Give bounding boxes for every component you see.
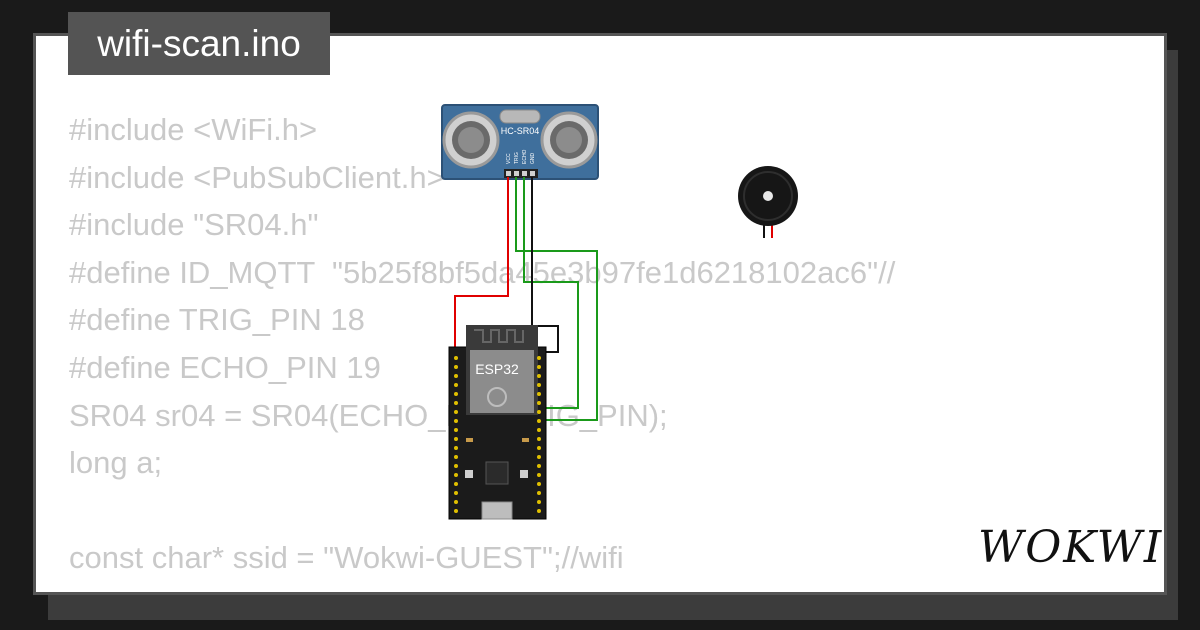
espressif-logo-icon [487, 387, 507, 407]
wire-trig[interactable] [515, 177, 598, 421]
code-line: long a; [69, 445, 163, 481]
sensor-pin-label: TRIG [514, 152, 520, 164]
piezo-buzzer-icon[interactable] [738, 166, 798, 238]
code-line: #define TRIG_PIN 18 [69, 302, 365, 338]
wire-vcc[interactable] [454, 177, 509, 352]
esp32-board[interactable]: ESP32 [448, 325, 547, 520]
wire-gnd[interactable] [531, 177, 559, 353]
board-label: ESP32 [475, 361, 519, 377]
usb-port[interactable] [481, 501, 513, 520]
code-line: #include <WiFi.h> [69, 112, 318, 147]
code-line: #include <PubSubClient.h> [69, 159, 445, 195]
sensor-pin-label: VCC [506, 153, 512, 164]
code-line: #include "SR04.h" [69, 207, 319, 243]
sensor-pin-label: ECHO [522, 149, 528, 164]
project-preview-card: #include <WiFi.h> #include <PubSubClient… [33, 33, 1167, 595]
code-line: const char* ssid = "Wokwi-GUEST";//wifi [69, 540, 624, 576]
code-preview: #include <WiFi.h> #include <PubSubClient… [69, 106, 895, 582]
ultrasonic-sensor[interactable]: HC-SR04 VCC TRIG ECHO GND [441, 104, 599, 180]
wokwi-logo: WOKWI [978, 522, 1164, 573]
sensor-transducer-left [442, 111, 500, 169]
sensor-pin-label: GND [530, 153, 536, 165]
wire-echo[interactable] [523, 177, 579, 409]
project-filename-tag: wifi-scan.ino [68, 12, 330, 75]
sensor-label: HC-SR04 [501, 126, 540, 136]
sensor-transducer-right [540, 111, 598, 169]
code-line: #define ECHO_PIN 19 [69, 349, 381, 385]
code-line: #define ID_MQTT "5b25f8bf5da45e3b97fe1d6… [69, 254, 896, 290]
